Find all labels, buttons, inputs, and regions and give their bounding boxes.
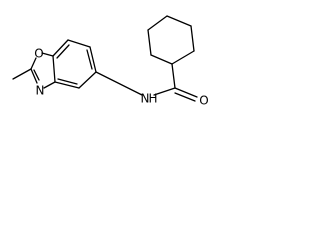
benzene-bond-c5-c6 — [89, 46, 97, 73]
cyclohexane-bond-1 — [171, 50, 195, 65]
oxazole-bond-c2-n3 — [30, 68, 38, 84]
oxazole-bond-c2-o1 — [30, 57, 37, 70]
oxazole-double-bond-c2-n3 — [33, 69, 40, 81]
chemical-structure: O N N H O — [0, 0, 236, 120]
cyclohexane-bond-5 — [147, 29, 152, 56]
benzene-bond-c4-c5 — [78, 71, 97, 89]
cyclohexane-bond-3 — [166, 15, 192, 27]
oxazole-bond-o1-c7a — [41, 52, 54, 57]
bond-ring-to-amide-nitrogen — [95, 71, 143, 96]
molecule-canvas: O N N H O — [0, 0, 236, 120]
carbonyl-double-bond — [174, 92, 196, 102]
amide-nitrogen-label: N — [141, 92, 150, 106]
benzene-double-bond-c3a-c4 — [57, 78, 78, 85]
benzene-double-bond-c7-c7a — [56, 44, 70, 59]
cyclohexane-bond-4 — [147, 15, 168, 31]
cyclohexane-bond-6 — [150, 54, 173, 65]
cyclohexane-bond-2 — [190, 25, 195, 52]
benzene-bond-c6-c7 — [67, 39, 91, 48]
ring-nitrogen-label: N — [36, 84, 45, 98]
bond-carbonyl-to-cyclohexane — [171, 63, 176, 89]
benzene-bond-c7a-c3a — [52, 55, 56, 83]
carbonyl-oxygen-label: O — [199, 94, 208, 108]
benzene-double-bond-c5-c6 — [86, 49, 93, 70]
carbonyl-bond — [174, 87, 198, 98]
methyl-bond — [12, 68, 32, 80]
ring-oxygen-label: O — [34, 47, 43, 61]
oxazole-bond-n3-c3a — [43, 81, 56, 89]
benzene-bond-c3a-c4 — [54, 81, 80, 89]
background — [0, 0, 236, 120]
amide-hydrogen-label: H — [148, 92, 157, 106]
benzene-bond-c7-c7a — [52, 39, 69, 57]
bond-amide-nitrogen-to-carbonyl — [153, 87, 176, 96]
